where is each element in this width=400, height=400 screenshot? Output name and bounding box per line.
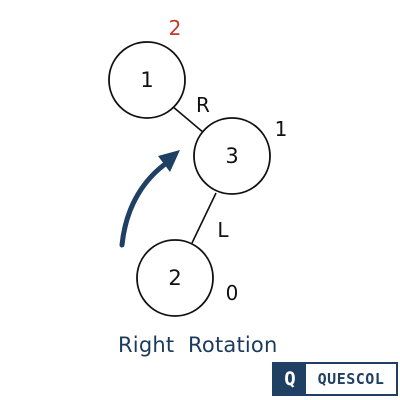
logo-text: QUESCOL — [317, 370, 385, 388]
edge-1-3-label: R — [196, 93, 210, 117]
edge-3-2-label: L — [217, 218, 229, 242]
node-3-balance-factor: 1 — [275, 117, 288, 141]
node-2-label: 2 — [168, 266, 181, 290]
node-2-circle — [136, 239, 214, 317]
quescol-logo: Q QUESCOL — [272, 362, 398, 396]
node-1-label: 1 — [140, 68, 153, 92]
node-2-balance-factor: 0 — [226, 281, 239, 305]
rotation-arrow-icon — [119, 159, 171, 248]
diagram-caption: Right Rotation — [118, 333, 278, 357]
node-1-balance-factor: 2 — [169, 16, 182, 40]
node-3-circle — [193, 117, 271, 195]
logo-mark: Q — [274, 364, 306, 394]
edge-1-3 — [171, 105, 205, 134]
edge-3-2 — [191, 192, 217, 244]
rotation-arrowhead-icon — [158, 150, 180, 172]
node-1-circle — [108, 41, 186, 119]
node-3-label: 3 — [225, 144, 238, 168]
